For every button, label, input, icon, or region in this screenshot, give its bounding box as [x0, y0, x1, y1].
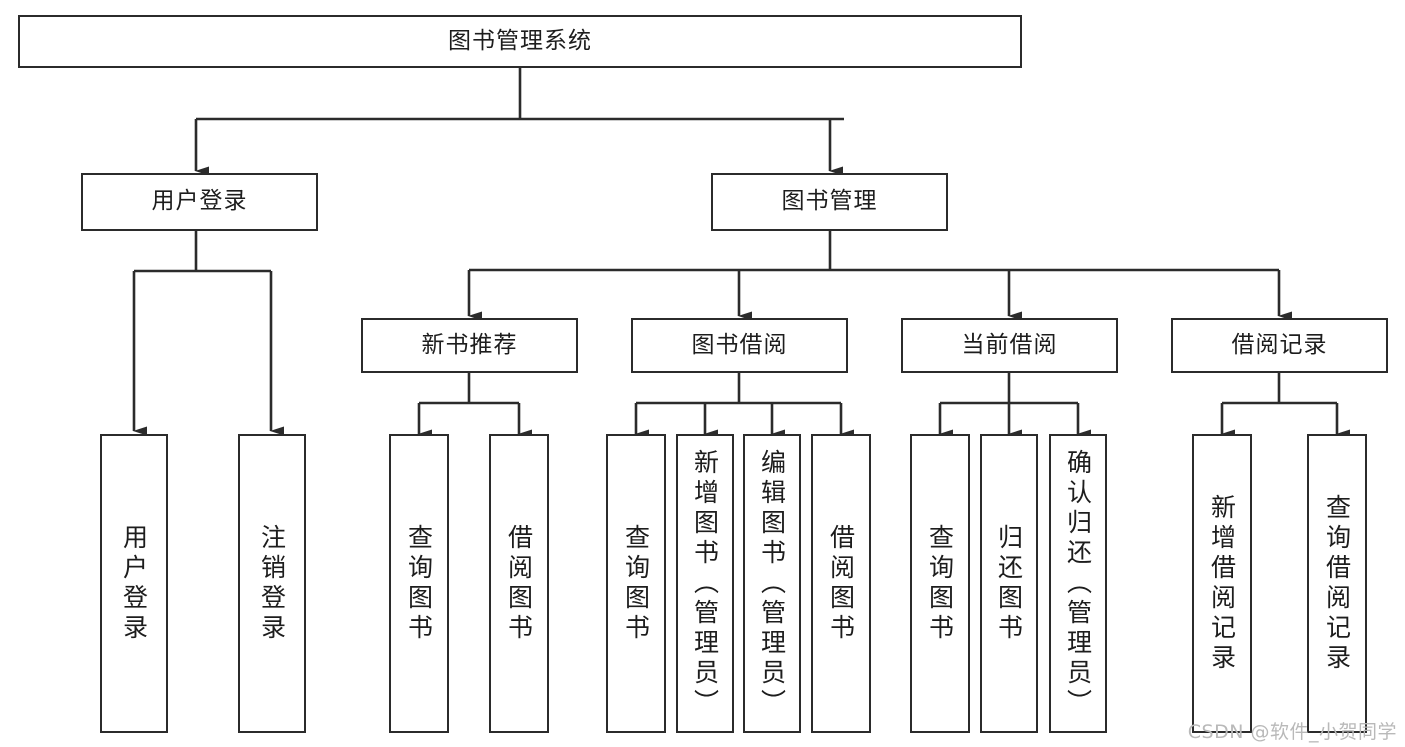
leaf-logout-login[interactable]: 注销登录 — [238, 434, 306, 733]
node-label: 借阅图书 — [826, 523, 856, 644]
node-label: 新书推荐 — [421, 331, 518, 358]
leaf-user-login[interactable]: 用户登录 — [100, 434, 168, 733]
leaf-add-book-admin[interactable]: 新增图书（管理员） — [676, 434, 734, 733]
node-label: 查询图书 — [621, 523, 651, 644]
node-label: 新增图书（管理员） — [690, 448, 720, 719]
node-label: 查询图书 — [404, 523, 434, 644]
node-root-book-management-system[interactable]: 图书管理系统 — [18, 15, 1022, 68]
node-label: 新增借阅记录 — [1207, 493, 1237, 674]
node-label: 查询借阅记录 — [1322, 493, 1352, 674]
node-label: 当前借阅 — [961, 331, 1058, 358]
node-label: 图书借阅 — [691, 331, 788, 358]
node-label: 归还图书 — [994, 523, 1024, 644]
node-label: 确认归还（管理员） — [1063, 448, 1093, 719]
node-label: 借阅记录 — [1231, 331, 1328, 358]
node-book-borrow[interactable]: 图书借阅 — [631, 318, 848, 373]
leaf-borrow-book-recommend[interactable]: 借阅图书 — [489, 434, 549, 733]
node-label: 编辑图书（管理员） — [757, 448, 787, 719]
node-label: 图书管理 — [781, 188, 878, 215]
csdn-watermark: CSDN @软件_小贺同学 — [1187, 721, 1397, 743]
node-label: 用户登录 — [119, 523, 149, 644]
node-label: 查询图书 — [925, 523, 955, 644]
node-current-borrow[interactable]: 当前借阅 — [901, 318, 1118, 373]
node-label: 注销登录 — [257, 523, 287, 644]
node-borrow-record[interactable]: 借阅记录 — [1171, 318, 1388, 373]
leaf-edit-book-admin[interactable]: 编辑图书（管理员） — [743, 434, 801, 733]
node-label: 借阅图书 — [504, 523, 534, 644]
leaf-query-borrow-record[interactable]: 查询借阅记录 — [1307, 434, 1367, 733]
leaf-add-borrow-record[interactable]: 新增借阅记录 — [1192, 434, 1252, 733]
leaf-query-book-borrow[interactable]: 查询图书 — [606, 434, 666, 733]
leaf-borrow-book-borrow[interactable]: 借阅图书 — [811, 434, 871, 733]
node-user-login[interactable]: 用户登录 — [81, 173, 318, 231]
leaf-return-book[interactable]: 归还图书 — [980, 434, 1038, 733]
node-label: 用户登录 — [151, 188, 248, 215]
node-book-management[interactable]: 图书管理 — [711, 173, 948, 231]
leaf-query-book-recommend[interactable]: 查询图书 — [389, 434, 449, 733]
leaf-confirm-return-admin[interactable]: 确认归还（管理员） — [1049, 434, 1107, 733]
node-label: 图书管理系统 — [448, 27, 592, 54]
node-new-book-recommend[interactable]: 新书推荐 — [361, 318, 578, 373]
leaf-query-book-current[interactable]: 查询图书 — [910, 434, 970, 733]
